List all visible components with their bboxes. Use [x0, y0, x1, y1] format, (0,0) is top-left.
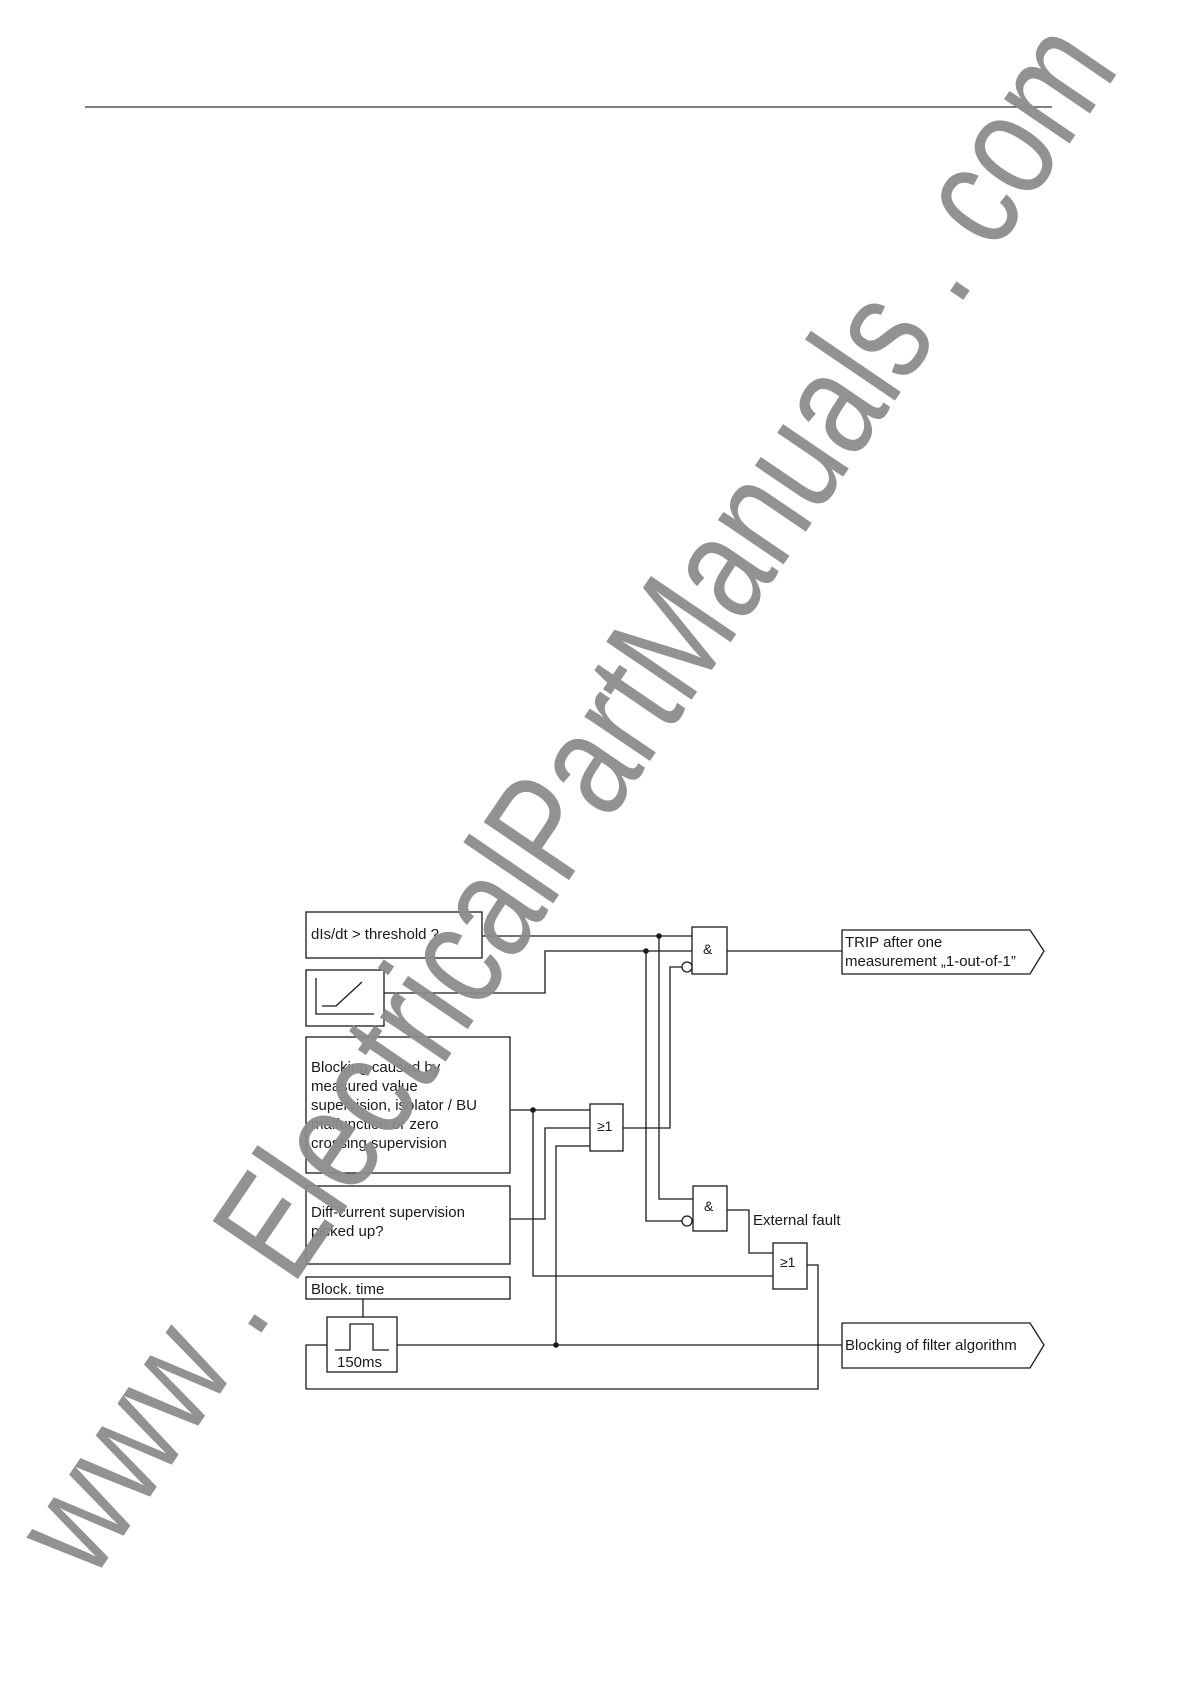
inverter-bubble [681, 961, 693, 973]
threshold-block [305, 911, 483, 959]
blocking-block [305, 1036, 511, 1174]
or-gate-mid-label: ≥1 [597, 1118, 613, 1134]
block-time-block [305, 1276, 511, 1300]
and-gate-top [691, 926, 728, 975]
trip-output-label: TRIP after one measurement „1-out-of-1” [845, 934, 1016, 970]
and-gate-top-label: & [703, 941, 713, 957]
blocking-filter-output-label: Blocking of filter algorithm [845, 1337, 1017, 1354]
and-gate-bottom [692, 1185, 728, 1232]
or-gate-bottom-label: ≥1 [780, 1254, 796, 1270]
pulse-timer: 150ms [326, 1316, 398, 1373]
or-gate-bottom [772, 1242, 808, 1290]
blocking-label: Blocking caused by measured value superv… [311, 1059, 481, 1152]
ramp-icon [305, 969, 385, 1027]
junction-dots [530, 933, 662, 1348]
inverter-bubble [681, 1215, 693, 1227]
blocking-filter-output [841, 1322, 1045, 1369]
wires [305, 935, 842, 1390]
and-gate-bottom-label: & [704, 1198, 714, 1214]
threshold-label: dIs/dt > threshold ? [311, 926, 439, 943]
external-fault-label: External fault [753, 1212, 841, 1229]
or-gate-mid [589, 1103, 624, 1152]
diff-current-block [305, 1185, 511, 1265]
diff-current-label: Diff-current supervision picked up? [311, 1204, 469, 1240]
timer-label: 150ms [337, 1354, 382, 1371]
trip-output [841, 929, 1045, 975]
block-time-label: Block. time [311, 1281, 384, 1298]
